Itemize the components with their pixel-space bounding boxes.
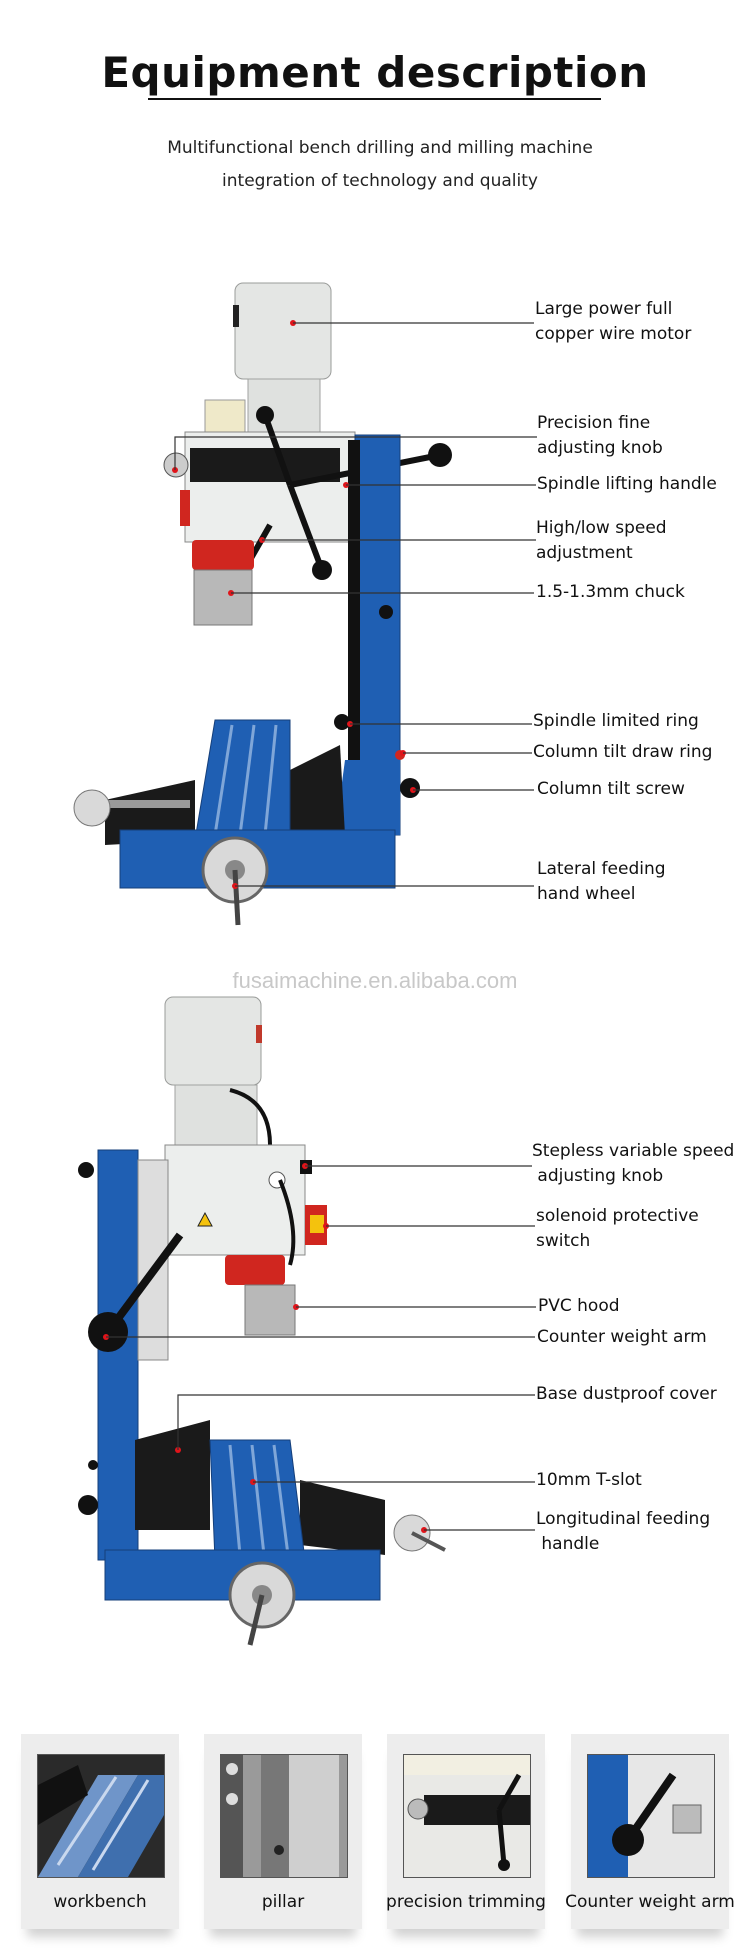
- label-speed-adjustment-text: High/low speed adjustment: [536, 518, 667, 563]
- label-lateral-feeding-hand-wheel: Lateral feeding hand wheel: [537, 857, 666, 907]
- pillar-photo: [220, 1754, 348, 1878]
- thumbnail-card-pillar: pillar: [204, 1734, 362, 1929]
- label-stepless-speed-knob-text: Stepless variable speed adjusting knob: [532, 1141, 735, 1186]
- counter-weight-arm-photo: [587, 1754, 715, 1878]
- precision-trimming-photo: [403, 1754, 531, 1878]
- label-lateral-feeding-hand-wheel-text: Lateral feeding hand wheel: [537, 859, 666, 904]
- label-fine-adjusting-knob-text: Precision fine adjusting knob: [537, 413, 663, 458]
- front-view-leader-lines: [174, 322, 537, 887]
- label-longitudinal-feeding-handle-text: Longitudinal feeding handle: [536, 1509, 711, 1554]
- label-t-slot: 10mm T-slot: [536, 1470, 642, 1490]
- label-stepless-speed-knob: Stepless variable speed adjusting knob: [532, 1139, 734, 1189]
- workbench-photo: [37, 1754, 165, 1878]
- thumbnail-caption-workbench: workbench: [53, 1892, 147, 1912]
- label-motor: Large power full copper wire motor: [535, 297, 691, 347]
- label-column-tilt-draw-ring: Column tilt draw ring: [533, 742, 713, 762]
- side-view-machine-illustration: [78, 996, 446, 1646]
- subtitle-line-1: Multifunctional bench drilling and milli…: [167, 138, 593, 158]
- thumbnail-caption-pillar: pillar: [261, 1892, 305, 1912]
- label-speed-adjustment: High/low speed adjustment: [536, 516, 667, 566]
- label-pvc-hood: PVC hood: [538, 1296, 620, 1316]
- label-column-tilt-screw: Column tilt screw: [537, 779, 685, 799]
- watermark: fusaimachine.en.alibaba.com: [232, 968, 518, 993]
- subtitle-line-2: integration of technology and quality: [222, 171, 538, 191]
- thumbnail-card-precision-trimming: precision trimming: [386, 1734, 546, 1929]
- thumbnail-card-workbench: workbench: [21, 1734, 179, 1929]
- front-view-machine-illustration: [73, 282, 452, 926]
- title-underline: [148, 98, 601, 100]
- label-motor-text: Large power full copper wire motor: [535, 299, 692, 344]
- label-longitudinal-feeding-handle: Longitudinal feeding handle: [536, 1507, 710, 1557]
- thumbnail-card-counter-weight-arm: Counter weight arm: [565, 1734, 735, 1929]
- thumbnail-caption-precision-trimming: precision trimming: [386, 1892, 546, 1912]
- label-fine-adjusting-knob: Precision fine adjusting knob: [537, 411, 663, 461]
- label-solenoid-switch: solenoid protective switch: [536, 1204, 699, 1254]
- label-spindle-lifting-handle: Spindle lifting handle: [537, 474, 717, 494]
- label-counter-weight-arm: Counter weight arm: [537, 1327, 707, 1347]
- label-solenoid-switch-text: solenoid protective switch: [536, 1206, 699, 1251]
- page-title: Equipment description: [101, 48, 649, 97]
- label-chuck: 1.5-1.3mm chuck: [536, 582, 685, 602]
- thumbnail-caption-counter-weight-arm: Counter weight arm: [565, 1892, 735, 1912]
- label-base-dustproof-cover: Base dustproof cover: [536, 1384, 717, 1404]
- label-spindle-limited-ring: Spindle limited ring: [533, 711, 699, 731]
